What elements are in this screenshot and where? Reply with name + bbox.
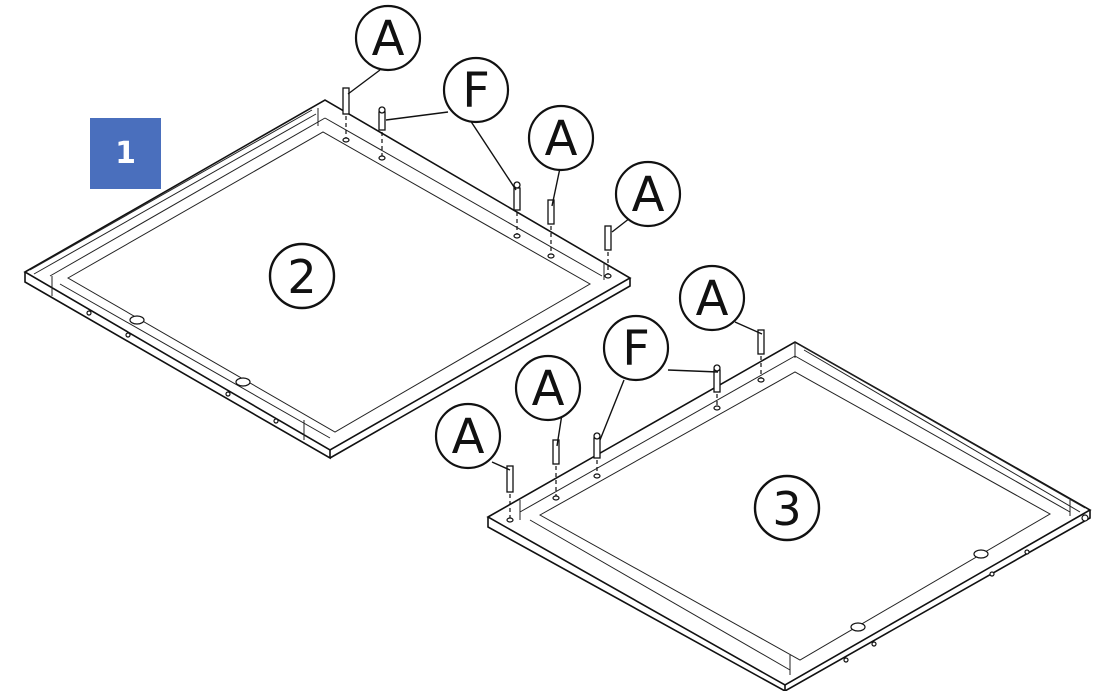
callout-a-label: A (545, 111, 578, 167)
callout-f-label: F (462, 63, 490, 119)
panel-2-number: 2 (287, 250, 316, 304)
dowel-a (604, 225, 612, 251)
dowel-a (757, 329, 765, 355)
callout-a-6: A (434, 402, 502, 470)
dowel-a (547, 199, 555, 225)
callout-a-5: A (514, 354, 582, 422)
callout-a-label: A (696, 271, 729, 327)
step-number: 1 (115, 136, 136, 171)
panel-3-fittings (506, 329, 765, 518)
callout-a-label: A (532, 361, 565, 417)
cam-bolt-f (513, 187, 521, 211)
callout-f-label: F (622, 321, 650, 377)
callout-a-label: A (452, 409, 485, 465)
dowel-a (342, 87, 350, 115)
cam-bolt-f (713, 369, 721, 393)
panel-2-fittings (342, 87, 612, 274)
panel-2-label: 2 (268, 242, 336, 310)
callout-a-2: A (527, 104, 595, 172)
panel-3-number: 3 (772, 482, 801, 536)
panel-3-label: 3 (753, 474, 821, 542)
callout-a-label: A (372, 11, 405, 67)
leader-lines (347, 69, 763, 471)
callout-a-1: A (354, 4, 422, 72)
callout-f-2: F (602, 314, 670, 382)
step-number-badge: 1 (90, 118, 161, 189)
callout-a-3: A (614, 160, 682, 228)
callout-a-label: A (632, 167, 665, 223)
callout-a-4: A (678, 264, 746, 332)
cam-bolt-f (378, 111, 386, 131)
dowel-a (506, 465, 514, 493)
cam-bolt-f (593, 437, 601, 459)
dowel-a (552, 439, 560, 465)
callout-f-1: F (442, 56, 510, 124)
